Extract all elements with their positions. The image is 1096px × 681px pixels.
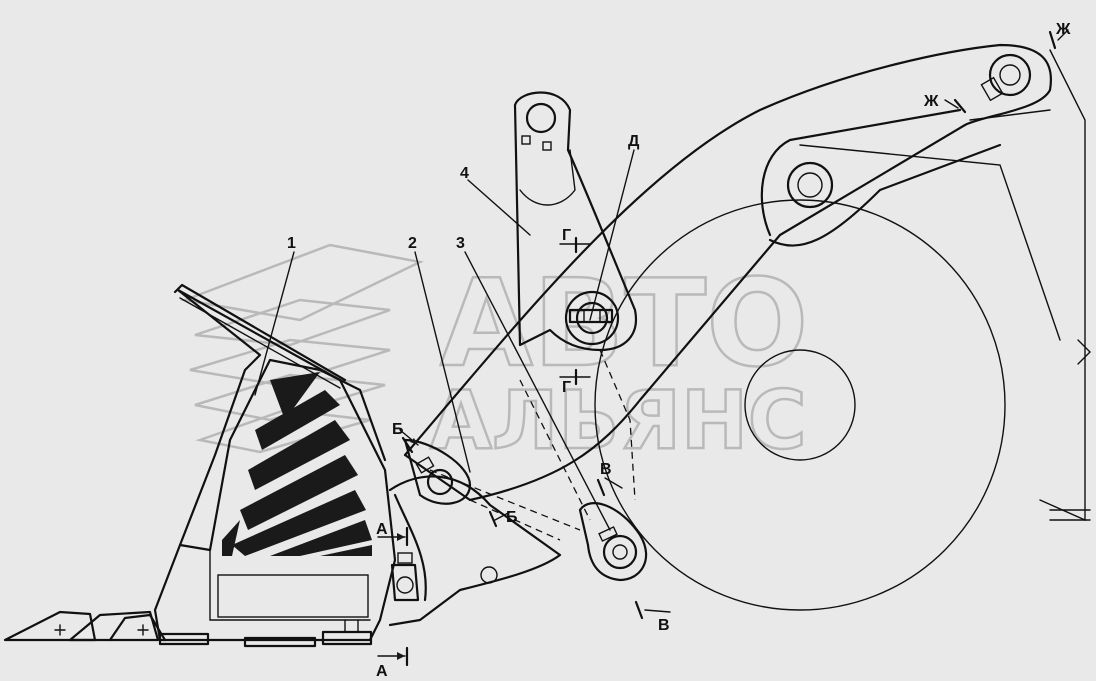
section-a-top: А bbox=[376, 521, 388, 538]
bucket-upper-pin bbox=[426, 468, 454, 496]
lower-arm bbox=[388, 438, 562, 627]
boom-pivot-pin bbox=[786, 161, 834, 209]
section-v-upper: В bbox=[600, 461, 612, 478]
callout-2: 2 bbox=[408, 235, 417, 252]
rocker-lever bbox=[513, 91, 638, 352]
watermark-line1: АВТО bbox=[440, 255, 808, 394]
section-marks bbox=[377, 29, 1069, 667]
callout-4: 4 bbox=[460, 165, 469, 182]
callout-1: 1 bbox=[287, 235, 296, 252]
pin-lock-plate bbox=[568, 308, 614, 324]
bucket-link bbox=[429, 349, 648, 582]
wheel-tire bbox=[594, 199, 1006, 611]
watermark-logo: АВТО АЛЬЯНС bbox=[180, 243, 809, 468]
section-g-lower: Г bbox=[562, 379, 571, 396]
boom-arm bbox=[403, 43, 1061, 502]
section-zh-middle: Ж bbox=[923, 93, 939, 110]
boom-top-pin bbox=[988, 53, 1032, 97]
section-g-upper: Г bbox=[562, 227, 571, 244]
callout-3: 3 bbox=[456, 235, 465, 252]
section-v-lower: В bbox=[658, 617, 670, 634]
bucket-teeth bbox=[3, 610, 373, 648]
leader-lines bbox=[254, 149, 635, 531]
section-zh-upper: Ж bbox=[1055, 21, 1071, 38]
bucket-lower-pin bbox=[396, 576, 414, 594]
frame-edge bbox=[1039, 49, 1091, 522]
watermark-line2: АЛЬЯНС bbox=[430, 374, 807, 467]
callout-detail-d: Д bbox=[628, 133, 640, 150]
wheel-hub bbox=[744, 349, 856, 461]
section-b-upper: Б bbox=[392, 421, 404, 438]
link-lower-pin bbox=[602, 534, 638, 570]
rocker-center-pin bbox=[564, 290, 620, 346]
bucket-ribs bbox=[222, 372, 372, 556]
rocker-top-pin bbox=[525, 102, 557, 134]
section-b-lower: Б bbox=[506, 509, 518, 526]
labels: 1 2 3 4 Д А А Б Б В В Г Г Ж Ж bbox=[287, 21, 1071, 680]
section-a-bottom: А bbox=[376, 663, 388, 680]
wheel bbox=[594, 199, 1006, 611]
bucket-base-plate bbox=[217, 574, 369, 618]
bucket bbox=[153, 283, 397, 642]
